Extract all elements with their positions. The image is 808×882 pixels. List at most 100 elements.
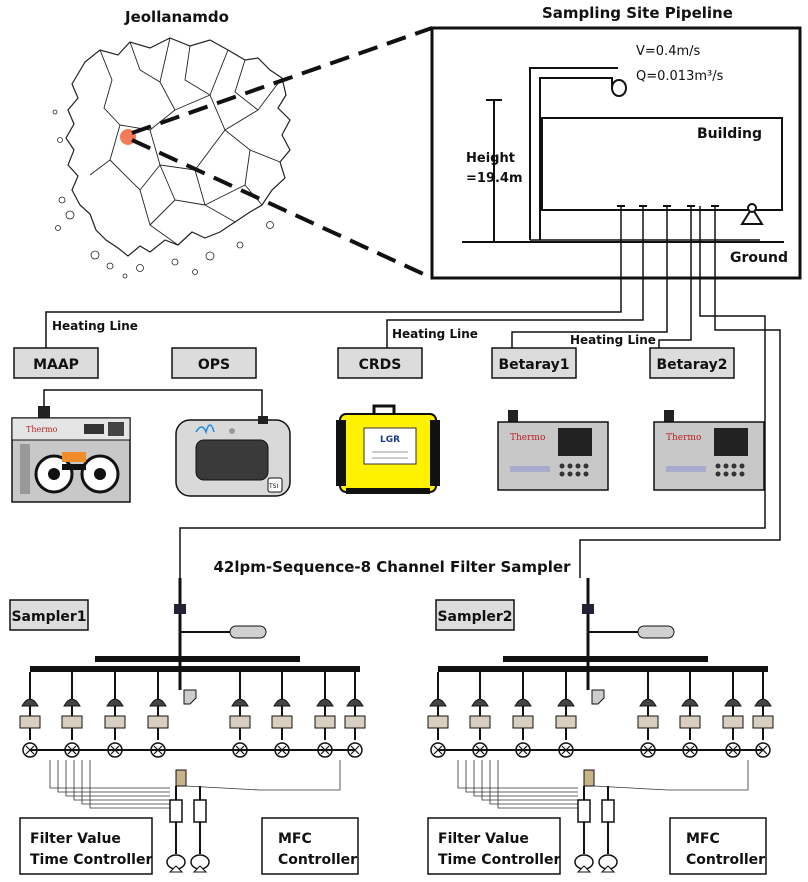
filter-head [149, 698, 167, 707]
inlet-valve [174, 604, 186, 614]
betaray1-label: Betaray1 [498, 357, 569, 373]
flow-label: Q=0.013m³/s [636, 69, 724, 84]
filter-controller-line2: Time Controller [30, 852, 152, 868]
filter-holder [752, 715, 774, 729]
filter-holder [344, 715, 366, 729]
maap-ops-link [43, 389, 263, 420]
heating-line-label-3: Heating Line [570, 333, 656, 347]
sampler-system-title: 42lpm-Sequence-8 Channel Filter Sampler [213, 558, 571, 576]
maap-label: MAAP [33, 357, 79, 373]
filter-head [724, 698, 742, 707]
maap-brand: Thermo [26, 425, 58, 434]
building-outline [541, 117, 783, 211]
zoom-lines [131, 26, 433, 280]
mfc-unit [193, 799, 207, 823]
building-label: Building [697, 126, 762, 142]
cyclone [183, 689, 197, 705]
cyclone [591, 689, 605, 705]
filter-holder [555, 715, 577, 729]
height-label-1: Height [466, 151, 515, 166]
maap-instrument: Thermo [11, 406, 131, 503]
map-title: Jeollanamdo [124, 8, 229, 26]
site-title: Sampling Site Pipeline [542, 4, 733, 22]
map-districts [89, 37, 283, 246]
inlet-nozzle [611, 79, 627, 97]
ops-label: OPS [198, 357, 230, 373]
betaray1-brand: Thermo [510, 433, 545, 443]
sampler-label: Sampler1 [11, 609, 86, 625]
filter-time-controller [427, 817, 561, 875]
filter-head [63, 698, 81, 707]
sampler-label-box [435, 599, 515, 631]
heating-line-label-1: Heating Line [52, 319, 138, 333]
filter-time-controller [19, 817, 153, 875]
filter-holder [61, 715, 83, 729]
maap-box [13, 347, 99, 379]
ops-instrument: TSI [175, 416, 291, 497]
jeollanamdo-map: Jeollanamdo [52, 8, 291, 279]
mfc-controller-line1: MFC [686, 831, 720, 847]
map-outline [65, 37, 291, 257]
betaray2-instrument: Thermo [653, 410, 765, 491]
filter-head [346, 698, 364, 707]
filter-holder [314, 715, 336, 729]
filter-holder [469, 715, 491, 729]
heating-line-label-2: Heating Line [392, 327, 478, 341]
ops-brand: TSI [268, 483, 278, 490]
filter-holder [229, 715, 251, 729]
mfc-controller [261, 817, 359, 875]
crds-label: CRDS [359, 357, 402, 373]
ops-box [171, 347, 257, 379]
betaray2-box [649, 347, 735, 379]
flow-meter [229, 625, 267, 639]
betaray1-instrument: Thermo [497, 410, 609, 491]
instrument-labels: MAAP OPS CRDS Betaray1 Betaray2 [13, 347, 735, 379]
site-pipeline: Sampling Site Pipeline Building V=0.4m/s… [430, 4, 802, 280]
filter-head [514, 698, 532, 707]
map-islands [52, 109, 274, 279]
filter-controller-line2: Time Controller [438, 852, 560, 868]
filter-head [429, 698, 447, 707]
crds-box [337, 347, 423, 379]
filter-head [557, 698, 575, 707]
filter-holder [147, 715, 169, 729]
height-label-2: =19.4m [466, 171, 523, 186]
filter-head [316, 698, 334, 707]
filter-holder [19, 715, 41, 729]
pump-symbol [740, 206, 764, 225]
filter-controller-line1: Filter Value [30, 831, 121, 847]
filter-head [231, 698, 249, 707]
inlet-pipe-outer [529, 67, 618, 240]
filter-head [639, 698, 657, 707]
filter-head [471, 698, 489, 707]
crds-instrument: LGR [336, 404, 440, 494]
filter-holder [427, 715, 449, 729]
mfc-unit [601, 799, 615, 823]
betaray2-brand: Thermo [666, 433, 701, 443]
mfc-unit [169, 799, 183, 823]
sampler-label: Sampler2 [437, 609, 512, 625]
filter-head [754, 698, 772, 707]
pump-head [747, 203, 757, 213]
crds-brand: LGR [380, 435, 400, 445]
mfc-controller-line1: MFC [278, 831, 312, 847]
site-frame [430, 26, 802, 280]
filter-holder [722, 715, 744, 729]
filter-head [21, 698, 39, 707]
mfc-controller-line2: Controller [278, 852, 357, 868]
filter-head [106, 698, 124, 707]
betaray1-box [491, 347, 577, 379]
flow-meter [637, 625, 675, 639]
inlet-pipe-inner [539, 77, 613, 240]
mfc-unit [577, 799, 591, 823]
mfc-controller-line2: Controller [686, 852, 765, 868]
filter-holder [271, 715, 293, 729]
filter-controller-line1: Filter Value [438, 831, 529, 847]
distribution-lines [45, 206, 781, 578]
filter-holder [637, 715, 659, 729]
